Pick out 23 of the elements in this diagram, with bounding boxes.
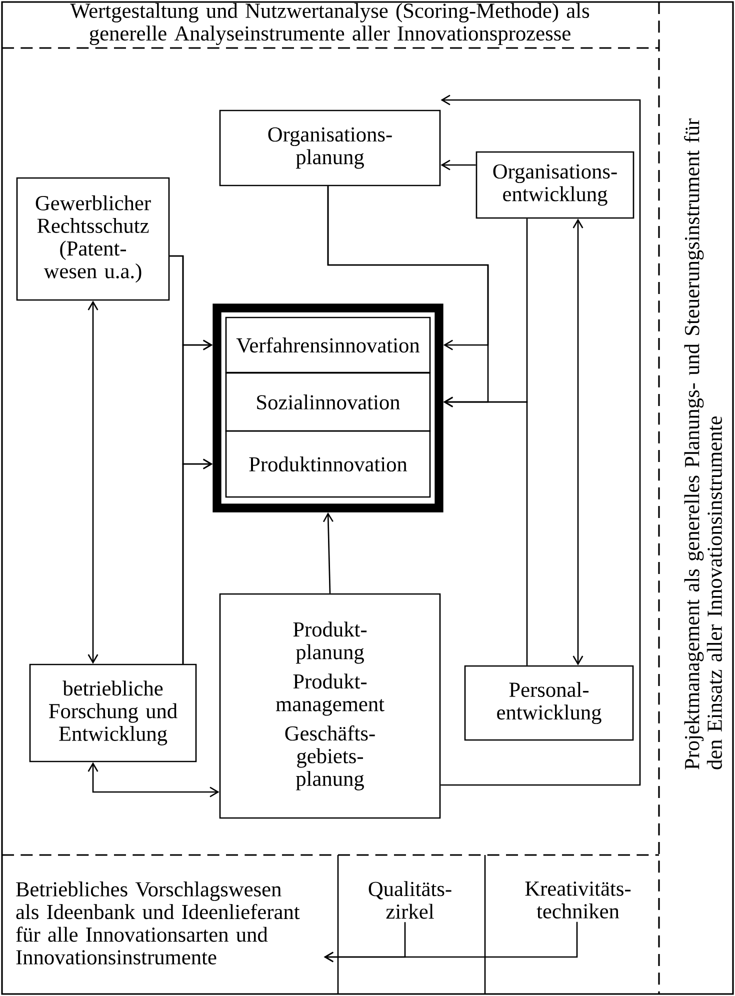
note-text: Qualitäts- zirkel: [368, 881, 452, 919]
note-text: Kreativitäts- techniken: [525, 882, 631, 918]
note-text: Betriebliches Vorschlagswesen als Ideenbank und Ideenlieferant für alle Innovationsarten und Innovationsinstrumente: [16, 882, 300, 964]
process-box: Gewerblicher Rechtsschutz (Patent- wesen u.a.): [16, 177, 170, 301]
arrow: [440, 160, 476, 170]
process-box: Produkt- planung Produkt- management Geschäfts- gebiets- planung: [219, 593, 441, 819]
arrow: [572, 218, 584, 666]
arrow: [88, 300, 98, 664]
arrow: [324, 922, 578, 962]
arrow: [440, 94, 641, 786]
arrow: [182, 458, 213, 664]
innovation-box: Sozialinnovation: [225, 372, 431, 432]
innovation-box: Verfahrensinnovation: [225, 316, 431, 374]
arrow: [322, 512, 334, 594]
arrow: [443, 396, 528, 666]
innovation-frame: [212, 304, 444, 512]
header-text: Wertgestaltung und Nutzwertanalyse (Scoring-Methode) als generelle Analyseinstrumente aller Innovationsprozesse: [70, 2, 590, 46]
process-box: Personal- entwicklung: [464, 665, 634, 741]
innovation-box: Produktinnovation: [225, 430, 431, 498]
process-box: betriebliche Forschung und Entwicklung: [29, 664, 197, 762]
process-box: Organisations- entwicklung: [476, 151, 634, 219]
process-box: Organisations- planung: [219, 110, 441, 186]
arrow: [88, 762, 220, 798]
